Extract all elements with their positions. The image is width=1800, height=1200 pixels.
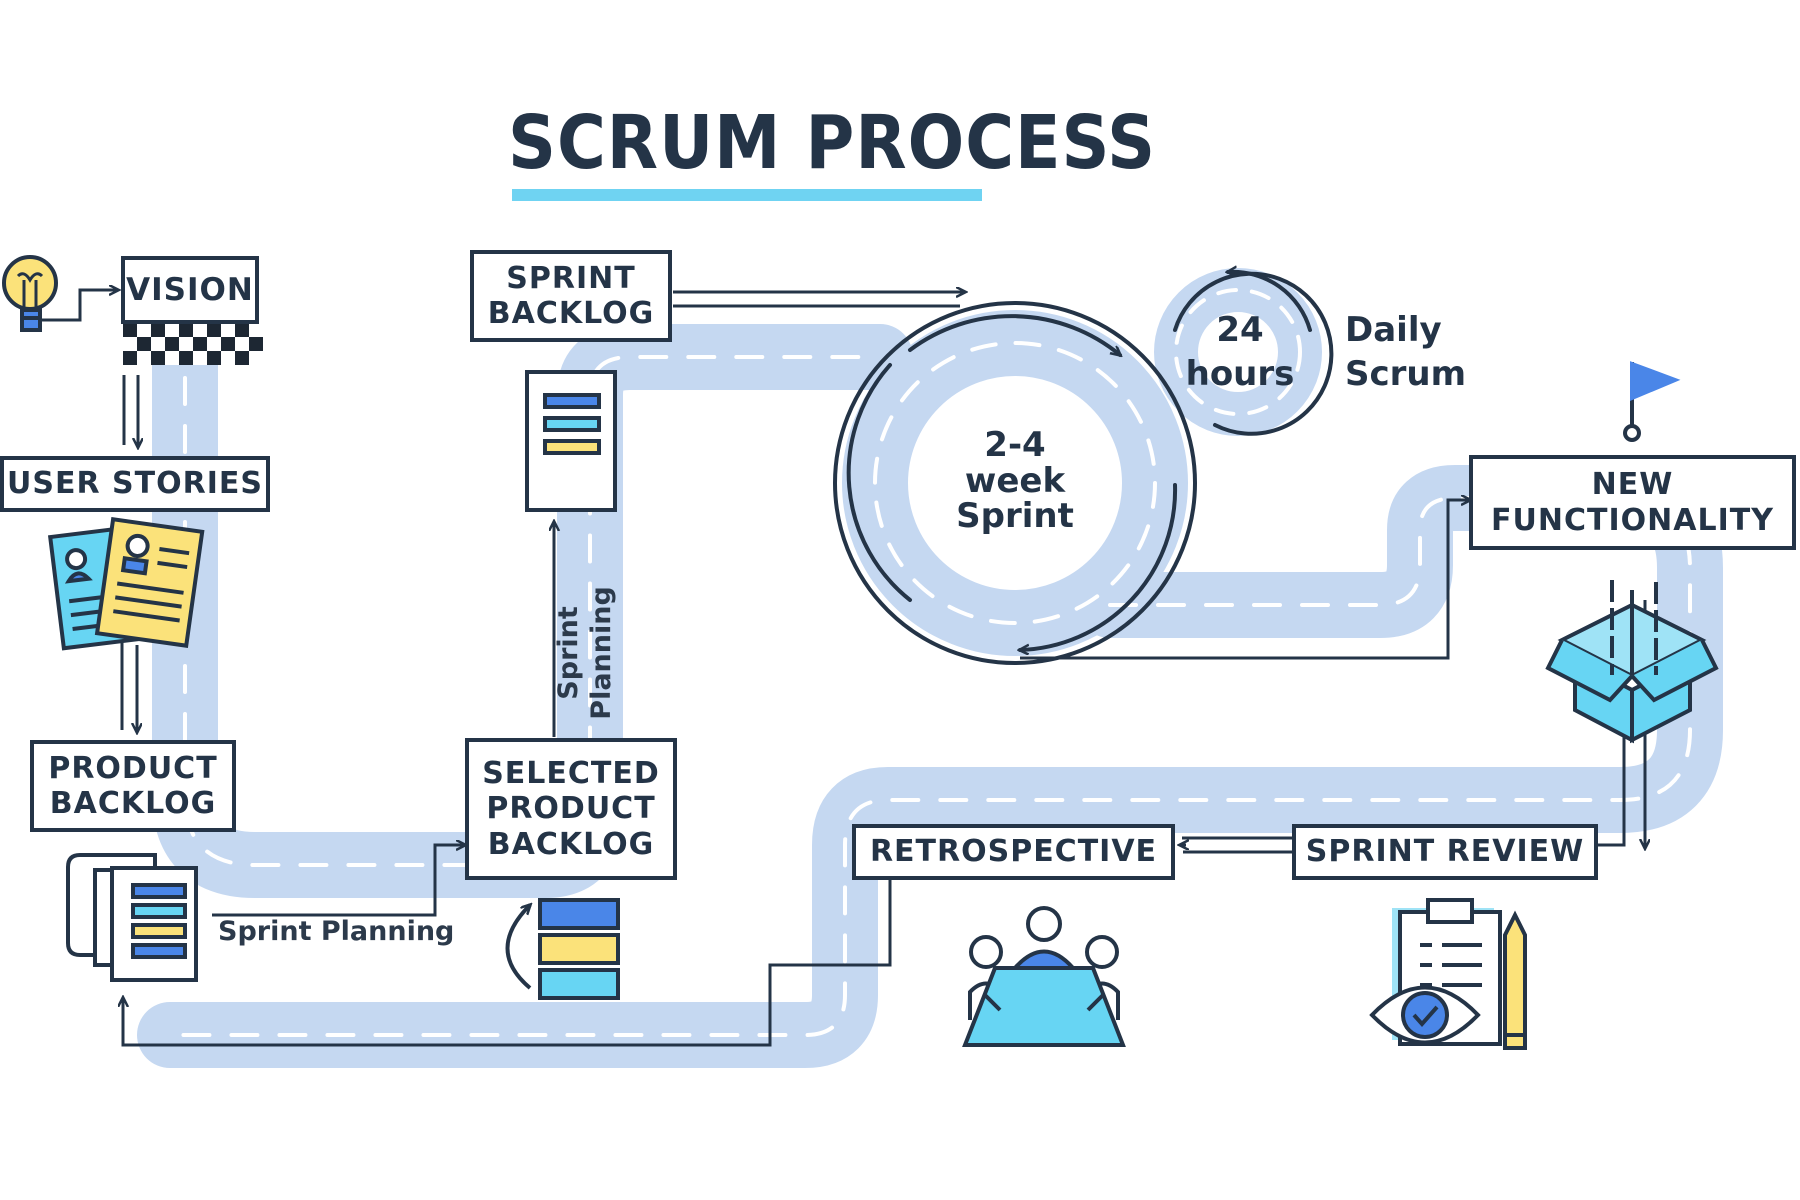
sprint-backlog-box: SPRINT BACKLOG: [470, 250, 672, 342]
sprint-cycle-outline: [833, 272, 1334, 665]
new-functionality-box: NEW FUNCTIONALITY: [1469, 455, 1796, 550]
sprint-planning-vertical-label: Sprint Planning: [553, 586, 617, 720]
title-underline: [512, 189, 982, 201]
page-title: SCRUM PROCESS: [508, 100, 1157, 186]
stacked-items-icon: [505, 898, 620, 1000]
checkered-flag-icon: [123, 323, 263, 365]
sprint-board-icon: [525, 370, 617, 512]
sprint-length-label: 2-4 week Sprint: [956, 425, 1074, 537]
daily-cycle-label: 24 hours: [1185, 310, 1295, 395]
flow-connectors: [40, 290, 1645, 1047]
user-stories-box: USER STORIES: [0, 456, 270, 512]
retrospective-box: RETROSPECTIVE: [852, 824, 1175, 880]
product-backlog-box: PRODUCT BACKLOG: [30, 740, 236, 832]
sprint-planning-label: Sprint Planning: [218, 916, 455, 947]
vision-box: VISION: [121, 256, 259, 324]
team-meeting-icon: [962, 906, 1126, 1047]
selected-product-backlog-box: SELECTED PRODUCT BACKLOG: [465, 738, 677, 880]
goal-flag-icon: [1623, 361, 1681, 442]
daily-scrum-label: Daily Scrum: [1345, 310, 1467, 395]
lightbulb-icon: [2, 255, 58, 332]
backlog-scroll-icon: [66, 853, 198, 982]
user-story-cards-icon: [47, 517, 205, 651]
sprint-review-box: SPRINT REVIEW: [1292, 824, 1598, 880]
open-box-icon: [1545, 580, 1719, 744]
review-clipboard-icon: [1369, 898, 1527, 1050]
